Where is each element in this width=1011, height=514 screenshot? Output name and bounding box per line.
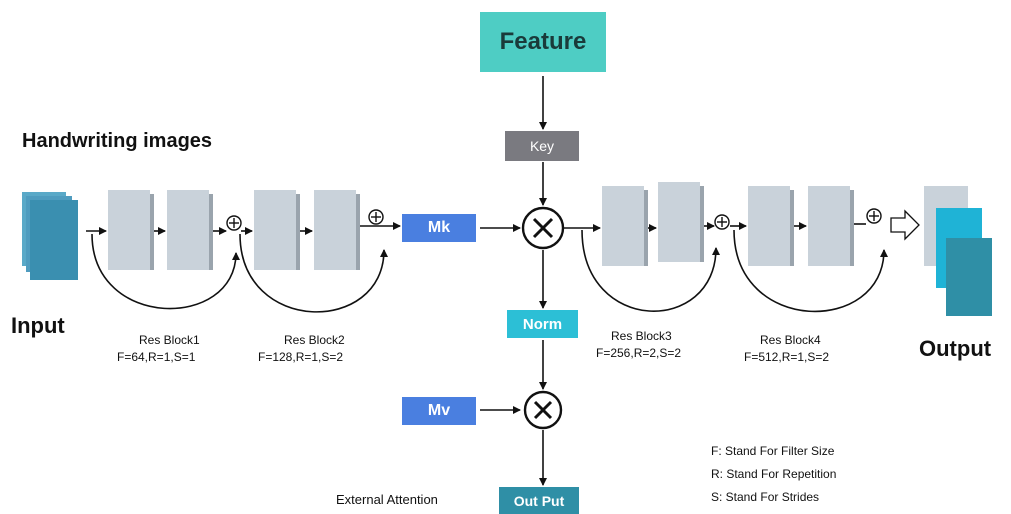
- norm-label: Norm: [522, 315, 563, 333]
- mv-box: [402, 397, 476, 425]
- legend-repetition: R: Stand For Repetition: [711, 467, 837, 481]
- external-attention-label: External Attention: [336, 492, 438, 507]
- mk-box: [402, 214, 476, 242]
- mk-label: Mk: [427, 219, 451, 236]
- legend-strides: S: Stand For Strides: [711, 490, 820, 504]
- res-block2-layers: [254, 190, 360, 270]
- res-block2-name: Res Block2: [284, 333, 345, 347]
- add-junction-icons: [226, 208, 882, 231]
- res-block4-params: F=512,R=1,S=2: [744, 350, 830, 364]
- output-arrow-icon: [890, 209, 920, 241]
- output-box: [499, 487, 579, 514]
- output-stack-icon: [924, 186, 992, 316]
- output-box-label: Out Put: [513, 492, 565, 509]
- res-block3-name: Res Block3: [611, 329, 672, 343]
- norm-box: [507, 310, 578, 338]
- feature-label: Feature: [499, 28, 587, 55]
- handwriting-label: Handwriting images: [22, 130, 213, 152]
- res-block3-params: F=256,R=2,S=2: [596, 346, 682, 360]
- res-block3-layers: [602, 182, 704, 266]
- legend-filter: F: Stand For Filter Size: [711, 444, 835, 458]
- res-block4-layers: [748, 186, 854, 266]
- res-block4-name: Res Block4: [760, 333, 821, 347]
- res-block1-layers: [108, 190, 213, 270]
- input-label: Input: [11, 313, 65, 338]
- res-block2-params: F=128,R=1,S=2: [258, 350, 344, 364]
- output-label: Output: [919, 336, 992, 361]
- input-stack-icon: [22, 192, 78, 280]
- res-block1-params: F=64,R=1,S=1: [117, 350, 196, 364]
- res-block1-name: Res Block1: [139, 333, 200, 347]
- flow-arrows: [86, 76, 888, 486]
- key-box: [505, 131, 579, 161]
- feature-box: [480, 12, 606, 72]
- multiply-icons: [521, 206, 565, 430]
- mv-label: Mv: [427, 402, 451, 419]
- key-label: Key: [529, 138, 555, 154]
